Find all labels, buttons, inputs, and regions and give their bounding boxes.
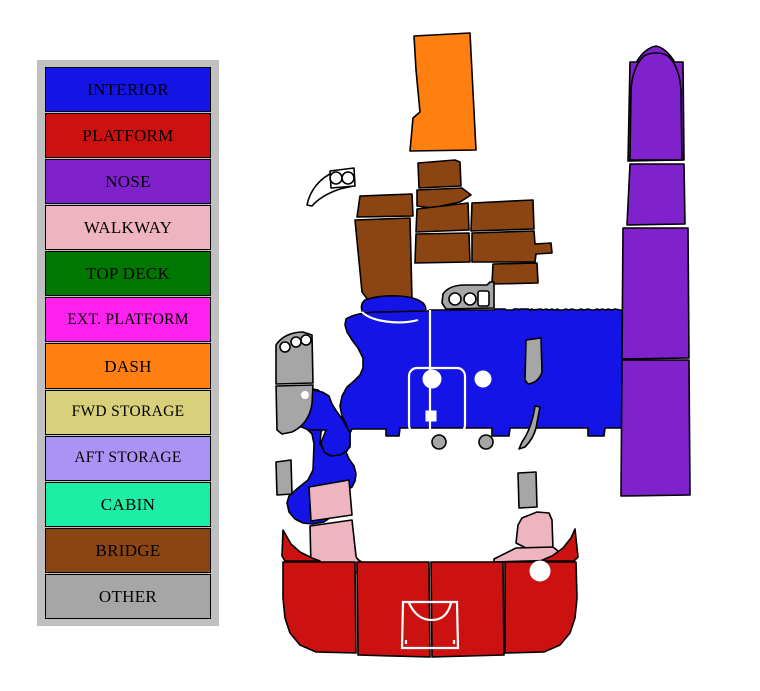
legend-item-label: AFT STORAGE bbox=[74, 449, 182, 467]
part-group-platform bbox=[281, 528, 579, 658]
legend-item-aft-storage[interactable]: AFT STORAGE bbox=[45, 435, 211, 481]
legend-item-label: FWD STORAGE bbox=[71, 403, 185, 421]
parts-color-legend: INTERIOR PLATFORM NOSE WALKWAY TOP DECK … bbox=[37, 60, 219, 626]
legend-item-walkway[interactable]: WALKWAY bbox=[45, 205, 211, 251]
legend-item-dash[interactable]: DASH bbox=[45, 343, 211, 389]
legend-item-fwd-storage[interactable]: FWD STORAGE bbox=[45, 389, 211, 435]
legend-item-label: INTERIOR bbox=[87, 80, 169, 100]
legend-list: INTERIOR PLATFORM NOSE WALKWAY TOP DECK … bbox=[45, 67, 211, 619]
legend-item-label: WALKWAY bbox=[83, 218, 173, 238]
legend-item-platform[interactable]: PLATFORM bbox=[45, 113, 211, 159]
part-group-nose bbox=[620, 45, 691, 497]
legend-item-other[interactable]: OTHER bbox=[45, 573, 211, 619]
legend-item-label: DASH bbox=[104, 356, 152, 376]
legend-item-label: OTHER bbox=[98, 586, 158, 606]
legend-item-interior[interactable]: INTERIOR bbox=[45, 67, 211, 113]
legend-item-nose[interactable]: NOSE bbox=[45, 159, 211, 205]
legend-item-top-deck[interactable]: TOP DECK bbox=[45, 251, 211, 297]
legend-item-label: EXT. PLATFORM bbox=[67, 311, 189, 329]
legend-item-label: PLATFORM bbox=[82, 126, 174, 146]
interior-detail-features bbox=[361, 310, 494, 450]
legend-item-label: NOSE bbox=[105, 172, 151, 192]
legend-item-ext-platform[interactable]: EXT. PLATFORM bbox=[45, 297, 211, 343]
part-group-dash bbox=[409, 32, 477, 152]
part-group-interior bbox=[285, 295, 626, 525]
legend-item-label: CABIN bbox=[100, 494, 156, 514]
part-group-other bbox=[275, 167, 543, 509]
part-group-walkway bbox=[308, 479, 567, 574]
part-group-bridge bbox=[354, 159, 553, 323]
legend-item-bridge[interactable]: BRIDGE bbox=[45, 527, 211, 573]
legend-item-label: TOP DECK bbox=[85, 264, 171, 284]
legend-item-label: BRIDGE bbox=[95, 540, 161, 560]
legend-item-cabin[interactable]: CABIN bbox=[45, 481, 211, 527]
